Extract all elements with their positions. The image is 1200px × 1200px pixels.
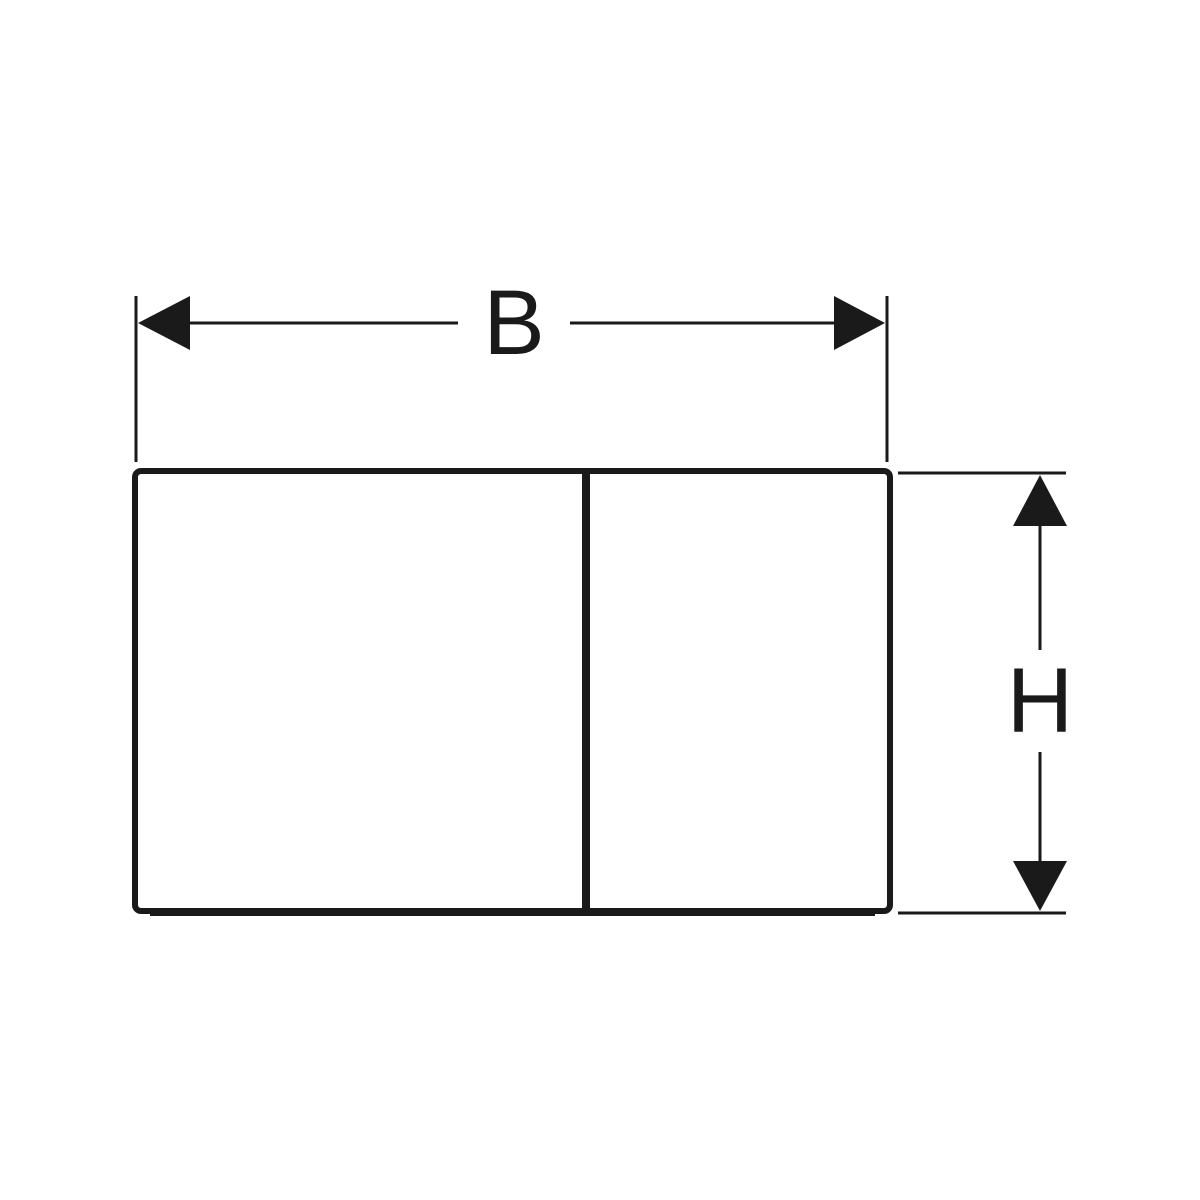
height-dimension	[898, 471, 1067, 915]
width-dimension	[134, 296, 889, 462]
height-arrow-up-icon	[1013, 475, 1067, 526]
plate-outline	[132, 468, 893, 914]
width-arrow-right-icon	[834, 296, 885, 350]
small-button	[591, 476, 885, 906]
height-label: H	[1007, 650, 1073, 752]
width-arrow-left-icon	[138, 296, 190, 350]
flush-plate	[132, 468, 893, 916]
width-label: B	[483, 272, 544, 374]
large-button	[140, 476, 581, 906]
height-arrow-down-icon	[1013, 861, 1067, 911]
